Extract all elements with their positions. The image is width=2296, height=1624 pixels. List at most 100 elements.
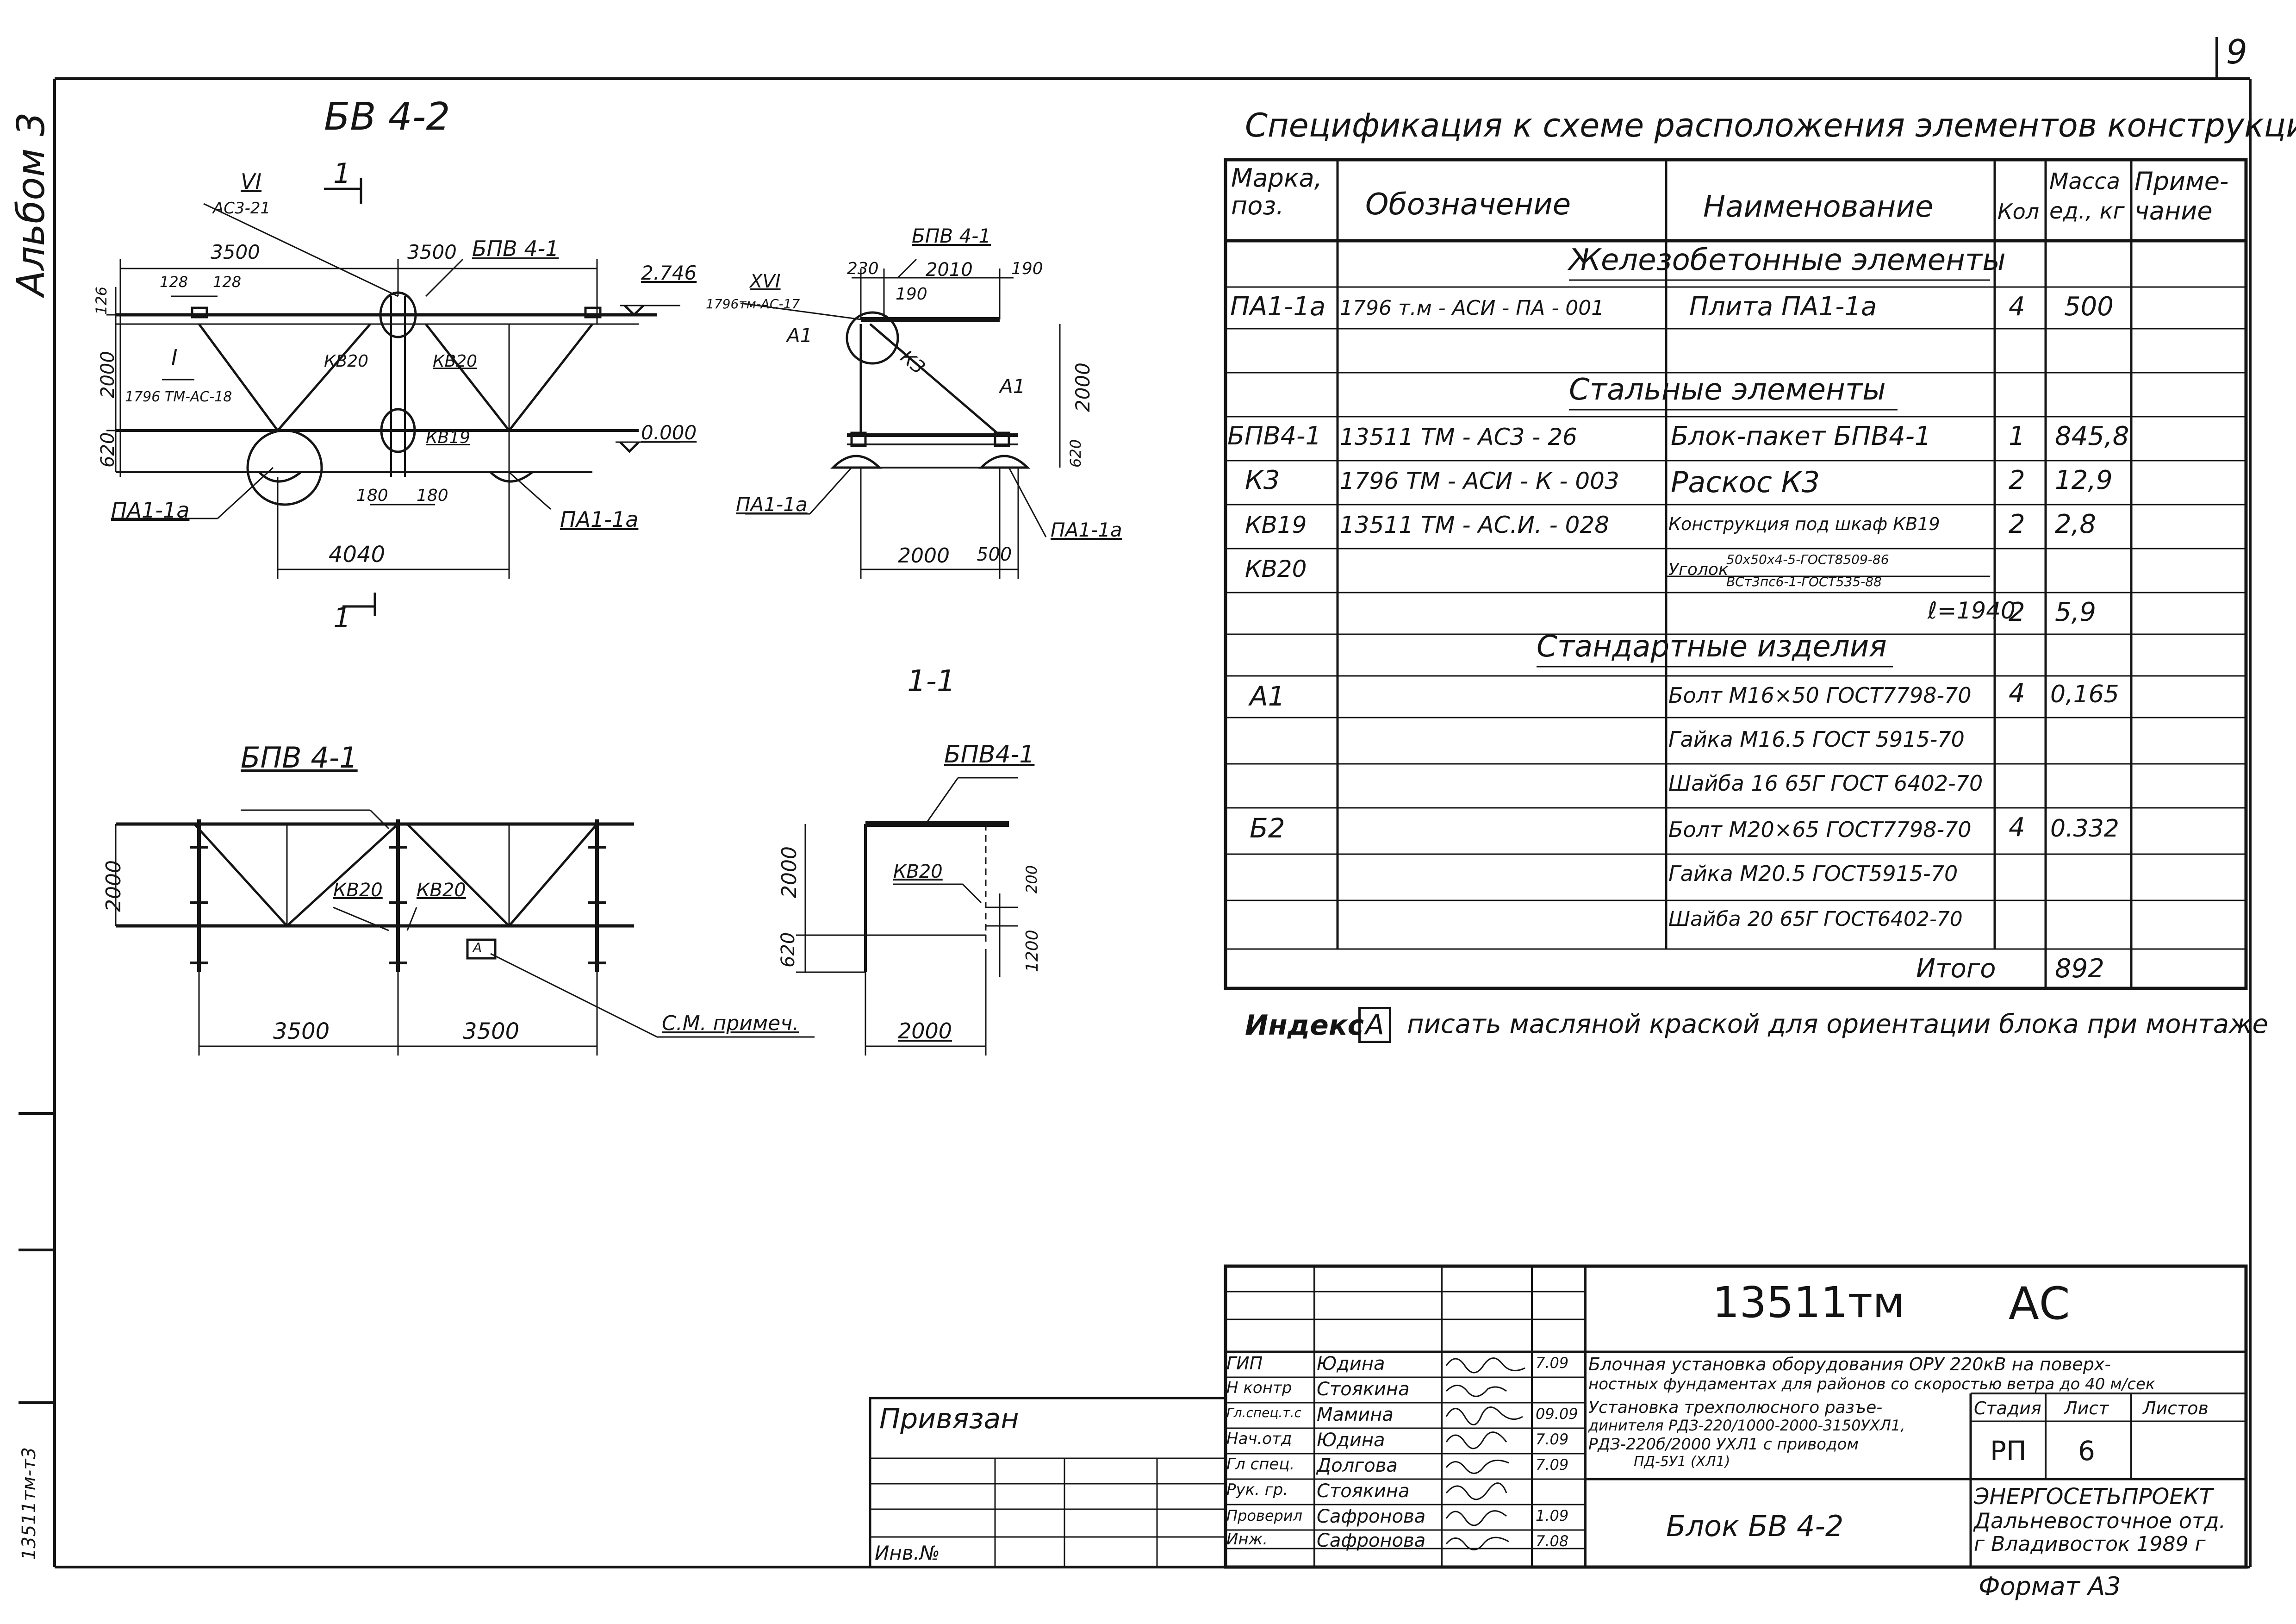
section-title-1-1: 1-1 — [907, 664, 956, 699]
bpv-callout-kv20-a: КВ20 — [333, 880, 383, 901]
spec-kv19-mass: 2,8 — [2055, 509, 2097, 539]
stamp-name: Юдина — [1317, 1353, 1385, 1374]
callout-a1-left: А1 — [787, 324, 813, 347]
stamp-name: Мамина — [1317, 1404, 1394, 1425]
stamp-date: 09.09 — [1536, 1405, 1578, 1423]
stamp-doc-suffix: АС — [2009, 1278, 2070, 1330]
callout-bpv: БПВ 4-1 — [472, 236, 559, 261]
stamp-sheet-line4: ПД-5У1 (ХЛ1) — [1634, 1454, 1730, 1470]
spec-header-mass: Масса ед., кг — [2049, 169, 2125, 224]
spec-k3-name: Раскос К3 — [1671, 465, 1820, 499]
spec-header-name: Наименование — [1703, 190, 1934, 224]
drawing-title-bpv-front: БПВ 4-1 — [241, 741, 358, 775]
bpv41-front-view — [115, 809, 815, 1056]
spec-bpv-mass: 845,8 — [2055, 421, 2129, 451]
callout-kv19: КВ19 — [426, 428, 471, 447]
spec-section-steel: Стальные элементы — [1569, 373, 1886, 407]
callout-i-ref: I — [171, 345, 178, 370]
spec-pa1-name: Плита ПА1-1а — [1689, 292, 1877, 322]
spec-a1-mark: А1 — [1250, 681, 1285, 712]
spec-total-label: Итого — [1916, 954, 1996, 984]
spec-k3-mass: 12,9 — [2055, 465, 2113, 495]
drawing-title-bv42: БВ 4-2 — [324, 95, 450, 139]
spec-a1-mass: 0,165 — [2050, 681, 2119, 708]
callout-a1-right: А1 — [1000, 375, 1026, 398]
stamp-role: Гл.спец.т.с — [1226, 1405, 1301, 1420]
spec-k3-code: 1796 ТМ - АСИ - К - 003 — [1340, 468, 1619, 494]
spec-kv19-qty: 2 — [2009, 509, 2025, 539]
stamp-name: Юдина — [1317, 1430, 1385, 1451]
spec-kv19-mark: КВ19 — [1245, 512, 1307, 538]
callout-pa-right: ПА1-1а — [560, 507, 639, 532]
spec-kv19-code: 13511 ТМ - АС.И. - 028 — [1340, 512, 1610, 538]
callout-kv20-a: КВ20 — [324, 352, 369, 371]
stamp-drawing-name: Блок БВ 4-2 — [1666, 1509, 1844, 1543]
spec-a1-qty: 4 — [2009, 678, 2025, 708]
bpv-callout-kv20-b: КВ20 — [417, 880, 466, 901]
signature-marks — [1445, 1357, 1525, 1550]
callout-xvi-sheet: 1796тм-АС-17 — [706, 296, 800, 312]
spec-k3-mark: К3 — [1245, 465, 1280, 495]
stamp-org-line1: ЭНЕРГОСЕТЬПРОЕКТ — [1974, 1484, 2213, 1510]
callout-i-sheet: 1796 ТМ-АС-18 — [125, 389, 232, 405]
see-note-callout: С.М. примеч. — [662, 1012, 799, 1035]
spec-a1-nut: Гайка М16.5 ГОСТ 5915-70 — [1668, 727, 1965, 752]
spec-table-grid — [1224, 158, 2248, 990]
stamp-sheets-label: Листов — [2143, 1398, 2209, 1418]
callout-vi-sheet: АС3-21 — [213, 199, 271, 218]
dim-128-b: 128 — [213, 273, 242, 291]
dim-190-a: 190 — [1011, 259, 1043, 278]
spec-total-value: 892 — [2055, 954, 2104, 984]
callout-xvi-ref: XVI — [750, 271, 781, 292]
spec-b2-mass: 0.332 — [2050, 815, 2119, 843]
dim-190-b: 190 — [896, 285, 927, 304]
callout-vi-ref: VI — [241, 169, 262, 194]
spec-bpv-code: 13511 ТМ - АС3 - 26 — [1340, 424, 1577, 450]
page-number: 9 — [2226, 32, 2247, 71]
spec-header-mark: Марка, поз. — [1231, 163, 1322, 220]
bpv-dim-3500-b: 3500 — [463, 1018, 520, 1044]
stamp-sheet-line3: РДЗ-220б/2000 УХЛ1 с приводом — [1588, 1435, 1859, 1454]
spec-bpv-name: Блок-пакет БПВ4-1 — [1671, 421, 1931, 451]
section-mark-bottom: 1 — [333, 602, 351, 634]
section-1-1-view — [740, 258, 1061, 579]
dim-3500-right: 3500 — [407, 241, 457, 263]
section-callout-pa-left: ПА1-1а — [736, 493, 808, 516]
spec-a1-washer: Шайба 16 65Г ГОСТ 6402-70 — [1668, 771, 1983, 796]
spec-kv20-length: ℓ=1940 — [1928, 597, 2016, 624]
stamp-role: Гл спец. — [1226, 1455, 1295, 1474]
spec-title: Спецификация к схеме расположения элемен… — [1245, 106, 2296, 144]
stamp-org-line3: г Владивосток 1989 г — [1974, 1532, 2206, 1556]
stamp-grid — [869, 1264, 2248, 1569]
box-mark-a: А — [473, 940, 482, 955]
note-prefix: Индекс — [1245, 1009, 1364, 1042]
dim-128-a: 128 — [160, 273, 188, 291]
stamp-project-line1: Блочная установка оборудования ОРУ 220кВ… — [1588, 1354, 2111, 1374]
stamp-inv-label: Инв.№ — [875, 1542, 940, 1564]
stamp-org-line2: Дальневосточное отд. — [1974, 1508, 2226, 1533]
stamp-role: Н контр — [1226, 1379, 1292, 1397]
spec-kv20-qty: 2 — [2009, 597, 2025, 627]
spec-section-rc: Железобетонные элементы — [1569, 243, 2006, 277]
drawing-title-bpv-side: БПВ4-1 — [944, 741, 1035, 768]
spec-kv20-prefix: Уголок — [1668, 560, 1729, 579]
dim-180-a: 180 — [356, 486, 388, 505]
stamp-doc-code: 13511тм — [1712, 1278, 1905, 1327]
side-dim-2000-h: 2000 — [898, 1018, 952, 1043]
spec-b2-mark: Б2 — [1250, 812, 1285, 844]
spec-header-code: Обозначение — [1365, 187, 1571, 222]
stamp-sheet-line2: динителя РДЗ-220/1000-2000-3150УХЛ1, — [1588, 1417, 1905, 1434]
spec-b2-nut: Гайка М20.5 ГОСТ5915-70 — [1668, 861, 1958, 886]
dim-4040: 4040 — [329, 542, 386, 568]
spec-header-note: Приме- чание — [2134, 167, 2229, 225]
stamp-name: Стоякина — [1317, 1480, 1410, 1502]
dim-500: 500 — [977, 544, 1012, 565]
elev-top: 2.746 — [641, 262, 697, 284]
stamp-role: Инж. — [1226, 1530, 1268, 1549]
spec-pa1-mark: ПА1-1а — [1230, 292, 1326, 322]
spec-bpv-qty: 1 — [2009, 421, 2025, 451]
callout-pa-left: ПА1-1а — [111, 498, 190, 523]
